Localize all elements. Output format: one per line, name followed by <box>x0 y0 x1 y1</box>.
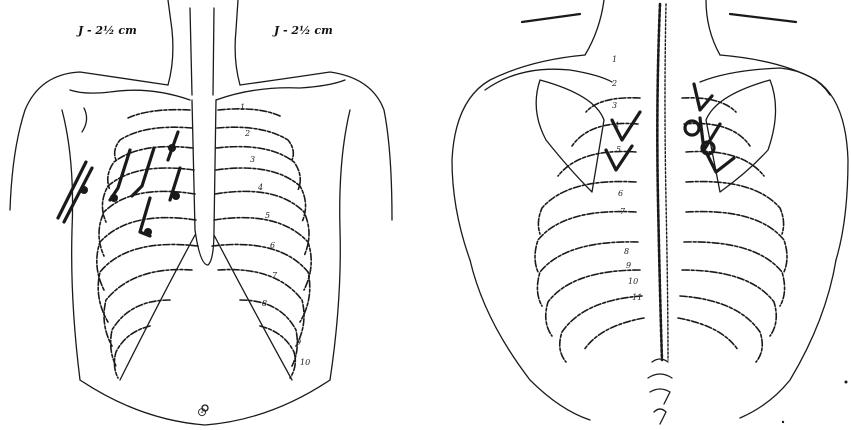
back-left-acromion <box>485 69 612 90</box>
front-left-ribs <box>97 110 198 378</box>
back-left-ribs <box>535 98 644 362</box>
back-right-side <box>740 260 836 418</box>
back-right-ribs <box>678 98 787 362</box>
back-rib-number-1: 1 <box>612 55 617 64</box>
front-rib-number-3: 3 <box>250 155 255 164</box>
back-lower-vertebra-1 <box>648 359 672 424</box>
bottom-symbol: ⊙ <box>197 405 207 419</box>
front-rib-number-8: 8 <box>262 299 267 308</box>
back-left-scapula <box>536 80 604 192</box>
front-sternum <box>192 100 216 265</box>
front-trachea <box>190 8 214 95</box>
back-rib-number-3: 3 <box>612 101 617 110</box>
front-left-nipple <box>82 108 87 132</box>
back-spine <box>657 4 662 360</box>
front-rib-number-2: 2 <box>244 129 250 138</box>
back-rib-number-9: 9 <box>626 261 631 270</box>
back-spine-edge <box>665 4 668 360</box>
back-rib-number-2: 2 <box>611 79 617 88</box>
front-neck-outline <box>168 0 173 85</box>
back-left-shoulder <box>452 55 585 260</box>
front-right-clavicle <box>216 80 345 100</box>
front-right-costal-margin <box>214 235 292 380</box>
front-left-costal-margin <box>120 235 195 380</box>
back-rib-number-5: 5 <box>616 145 621 154</box>
front-right-arm-line <box>330 110 350 380</box>
back-rib-number-4: 4 <box>613 121 619 130</box>
front-rib-number-1: 1 <box>240 103 245 112</box>
front-neck-outline-right <box>235 0 240 85</box>
front-rib-number-9: 9 <box>296 338 301 347</box>
back-rib-number-6: 6 <box>618 189 623 198</box>
back-left-side <box>470 260 590 420</box>
back-neck-left <box>585 0 604 55</box>
front-left-arm-line <box>62 110 80 380</box>
front-rib-number-4: 4 <box>257 183 263 192</box>
back-dot-2 <box>782 421 784 423</box>
back-rib-number-8: 8 <box>624 247 629 256</box>
back-rib-number-11: 11 <box>632 293 642 302</box>
back-rib-number-10: 10 <box>628 277 638 286</box>
back-neck-right <box>706 0 720 55</box>
front-left-clavicle <box>70 90 190 100</box>
back-right-bar <box>730 14 796 22</box>
front-rib-number-6: 6 <box>270 241 275 250</box>
back-left-bar <box>522 14 580 22</box>
front-rib-number-5: 5 <box>265 211 270 220</box>
back-dot <box>845 381 848 384</box>
front-rib-number-10: 10 <box>300 358 310 367</box>
front-right-shoulder <box>240 72 392 220</box>
